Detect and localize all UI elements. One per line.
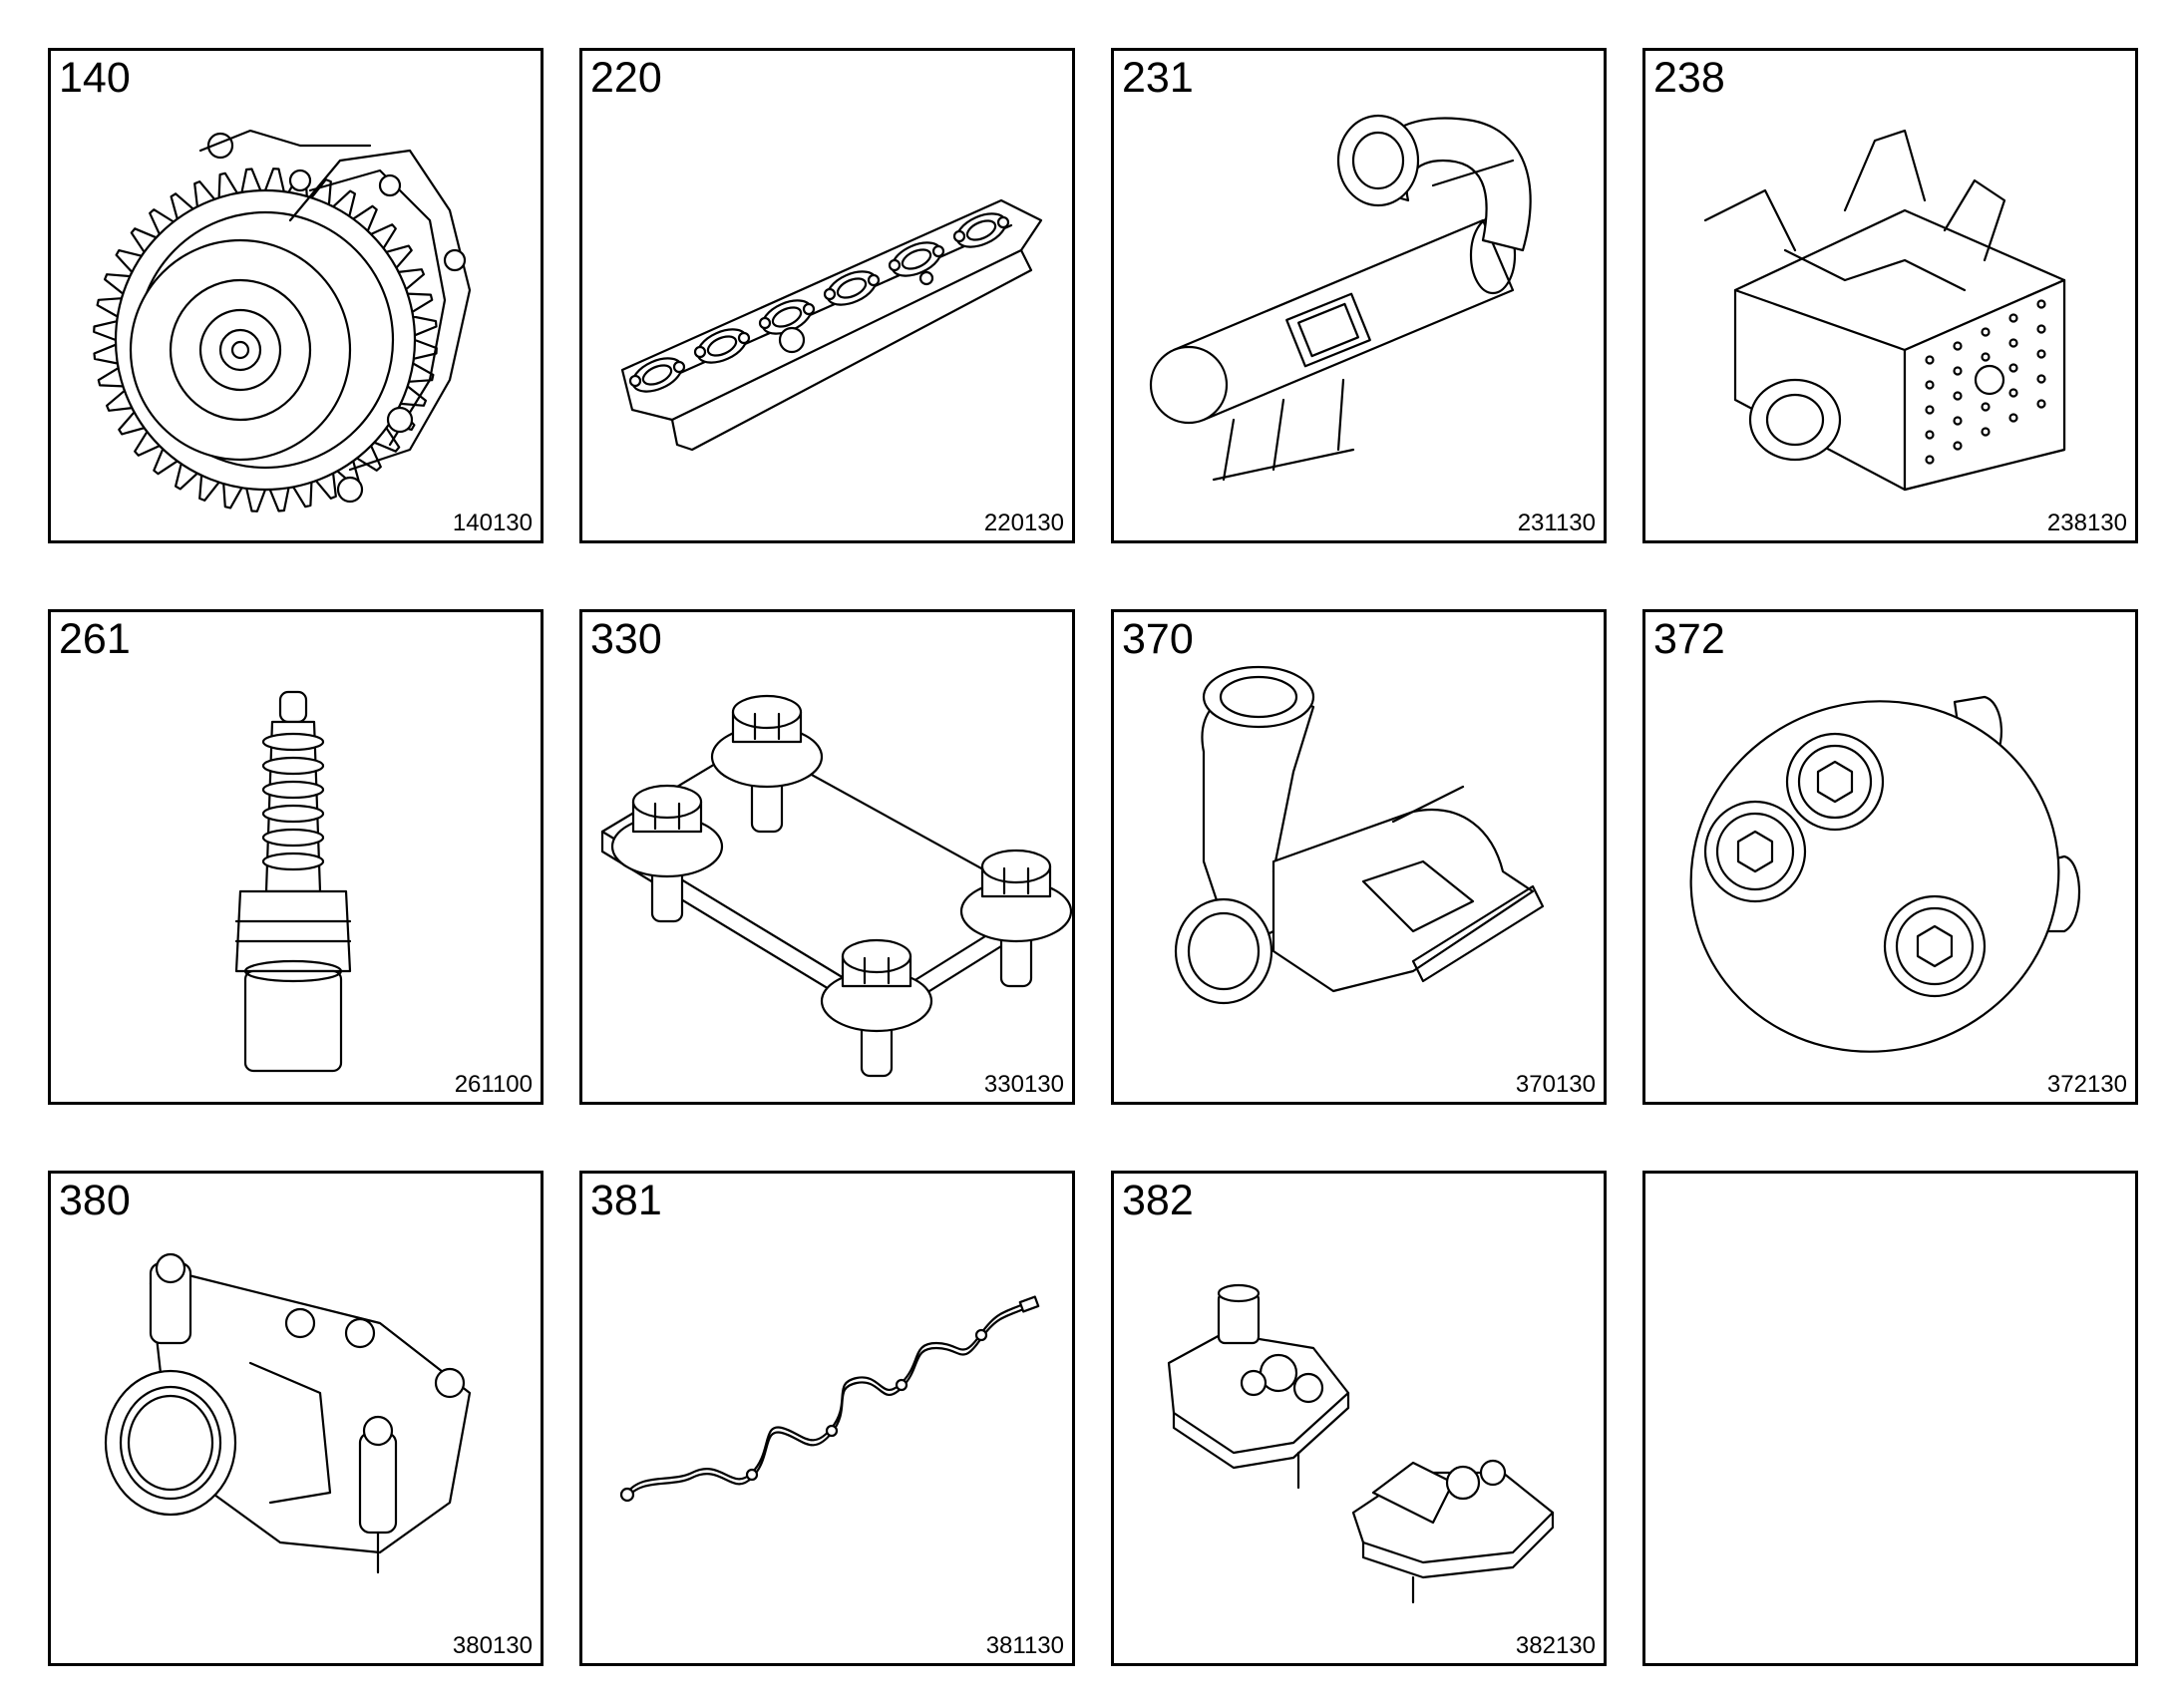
image-code: 381130 <box>985 1632 1064 1659</box>
image-code: 372130 <box>2046 1071 2127 1098</box>
part-tile-380[interactable]: 380 380130 <box>48 1171 544 1666</box>
part-number: 372 <box>1653 615 1725 663</box>
part-number: 370 <box>1122 615 1194 663</box>
part-number: 381 <box>590 1177 662 1224</box>
oil-pump-gear-icon <box>51 51 541 540</box>
part-tile-238[interactable]: 238 238130 <box>1642 48 2138 543</box>
thermostat-housing-icon <box>51 1174 541 1663</box>
exhaust-aftertreatment-box-icon <box>1645 51 2135 540</box>
part-number: 382 <box>1122 1177 1194 1224</box>
image-code: 380130 <box>452 1632 533 1659</box>
part-tile-empty <box>1642 1171 2138 1666</box>
image-code: 382130 <box>1515 1632 1596 1659</box>
image-code: 370130 <box>1515 1071 1596 1098</box>
exhaust-pipe-silencer-icon <box>1114 51 1604 540</box>
part-tile-140[interactable]: 140 140130 <box>48 48 544 543</box>
image-code: 330130 <box>983 1071 1064 1098</box>
image-code: 231130 <box>1517 510 1596 536</box>
image-code: 220130 <box>983 510 1064 536</box>
sensor-housings-icon <box>1114 1174 1604 1663</box>
image-code: 261100 <box>454 1071 533 1098</box>
spark-plug-icon <box>51 612 541 1102</box>
bolted-plate-icon <box>582 612 1072 1102</box>
part-tile-261[interactable]: 261 261100 <box>48 609 544 1105</box>
flange-with-bolts-icon <box>1645 612 2135 1102</box>
coolant-pipe-elbow-icon <box>1114 612 1604 1102</box>
image-code: 238130 <box>2046 510 2127 536</box>
part-number: 231 <box>1122 54 1194 102</box>
part-number: 380 <box>59 1177 131 1224</box>
image-code: 140130 <box>452 510 533 536</box>
part-number: 140 <box>59 54 131 102</box>
part-tile-372[interactable]: 372 372130 <box>1642 609 2138 1105</box>
exhaust-manifold-icon <box>582 51 1072 540</box>
part-tile-220[interactable]: 220 220130 <box>579 48 1075 543</box>
part-number: 238 <box>1653 54 1725 102</box>
part-tile-330[interactable]: 330 330130 <box>579 609 1075 1105</box>
part-number: 330 <box>590 615 662 663</box>
part-tile-382[interactable]: 382 382130 <box>1111 1171 1607 1666</box>
part-tile-370[interactable]: 370 370130 <box>1111 609 1607 1105</box>
wiring-harness-icon <box>582 1174 1072 1663</box>
part-tile-381[interactable]: 381 381130 <box>579 1171 1075 1666</box>
part-number: 261 <box>59 615 131 663</box>
part-tile-231[interactable]: 231 231130 <box>1111 48 1607 543</box>
part-number: 220 <box>590 54 662 102</box>
